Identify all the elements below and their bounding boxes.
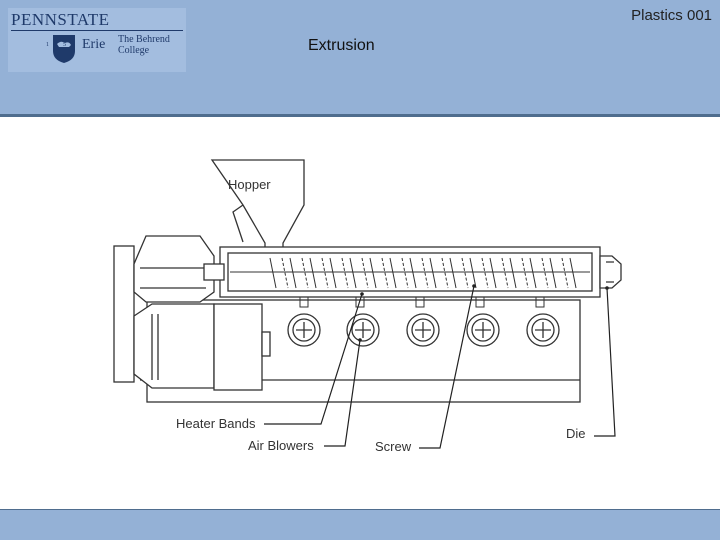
die (599, 255, 622, 289)
heater-band-lugs (299, 296, 545, 308)
air-blower-2 (346, 313, 380, 347)
header-divider (0, 114, 720, 117)
leader-line-screw (419, 285, 475, 449)
air-blower-3 (406, 313, 440, 347)
drive-plate (113, 245, 135, 383)
logo-college-line2: College (118, 45, 150, 56)
logo-campus: Erie (82, 37, 106, 52)
screw-flights (230, 257, 590, 289)
motor (133, 303, 215, 389)
nittany-lion-shield-icon (53, 35, 75, 63)
slide-title: Extrusion (308, 37, 375, 54)
logo-founding-year: 1 8 5 5 (46, 42, 77, 48)
course-code: Plastics 001 (631, 7, 712, 24)
slide-footer-band (0, 510, 720, 540)
leader-line-air-blowers (324, 339, 361, 447)
label-hopper: Hopper (228, 177, 271, 192)
label-die: Die (566, 426, 586, 441)
logo-college-line1: The Behrend (118, 34, 170, 45)
penn-state-behrend-logo: PENNSTATE Erie The Behrend College (8, 8, 186, 72)
label-heater-bands: Heater Bands (176, 416, 256, 431)
logo-university-name: PENNSTATE (11, 10, 110, 29)
leader-line-die (594, 287, 616, 437)
feed-throat (203, 263, 225, 281)
label-air-blowers: Air Blowers (248, 438, 314, 453)
air-blower-1 (287, 313, 321, 347)
hopper-side (232, 204, 244, 243)
leader-line-heater-bands (264, 293, 363, 425)
logo-divider (11, 30, 183, 31)
logo-college-name: The Behrend College (118, 34, 170, 56)
air-blower-fans (287, 313, 560, 347)
gearbox (133, 235, 215, 303)
air-blower-5 (526, 313, 560, 347)
label-screw: Screw (375, 439, 412, 454)
air-blower-4 (466, 313, 500, 347)
